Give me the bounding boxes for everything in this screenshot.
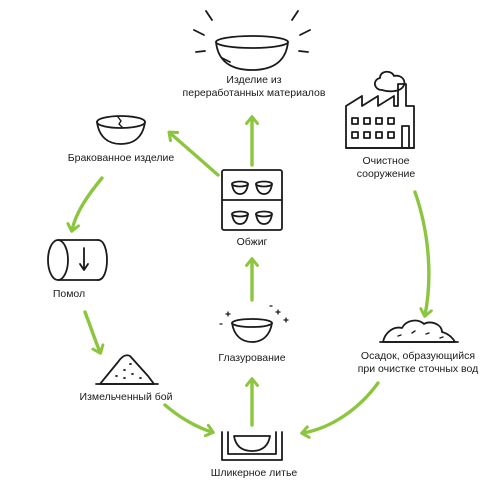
arrow-crushed-to-casting bbox=[163, 403, 212, 432]
defective-label: Бракованное изделие bbox=[67, 152, 175, 164]
crushed-label: Измельченный бой bbox=[79, 391, 173, 403]
sediment-label-line1: Осадок, образующийся bbox=[360, 350, 476, 362]
sediment-pile-icon bbox=[379, 319, 459, 343]
sparkling-bowl-icon bbox=[219, 305, 289, 343]
casting-label: Шликерное литье bbox=[210, 467, 298, 479]
recycled-product-label-line2: переработанных материалов bbox=[182, 86, 326, 99]
arrow-milling-to-crushed bbox=[83, 310, 100, 352]
treatment-plant-label-line1: Очистное bbox=[362, 155, 410, 167]
arrow-treatment-to-sediment bbox=[413, 190, 429, 315]
glazing-label: Глазурование bbox=[218, 352, 286, 364]
firing-label: Обжиг bbox=[236, 236, 268, 248]
treatment-plant-label: Очистное сооружение bbox=[357, 155, 416, 180]
milling-label: Помол bbox=[52, 288, 86, 300]
mill-drum-icon bbox=[47, 239, 108, 281]
factory-icon bbox=[345, 70, 415, 149]
sediment-label-line2: при очистке сточных вод bbox=[357, 362, 479, 375]
arrow-defective-to-milling bbox=[72, 176, 104, 230]
sediment-label: Осадок, образующийся при очистке сточных… bbox=[358, 350, 479, 375]
treatment-plant-label-line2: сооружение bbox=[356, 167, 416, 180]
crushed-pile-icon bbox=[95, 354, 159, 385]
casting-mold-icon bbox=[221, 431, 283, 461]
cracked-bowl-icon bbox=[96, 115, 146, 145]
arrow-sediment-to-casting bbox=[303, 381, 380, 433]
recycled-product-label: Изделие из переработанных материалов bbox=[183, 74, 326, 99]
glowing-bowl-icon bbox=[193, 10, 311, 71]
kiln-icon bbox=[221, 169, 283, 231]
arrow-firing-to-defective bbox=[170, 133, 220, 177]
recycled-product-label-line1: Изделие из bbox=[226, 74, 282, 86]
